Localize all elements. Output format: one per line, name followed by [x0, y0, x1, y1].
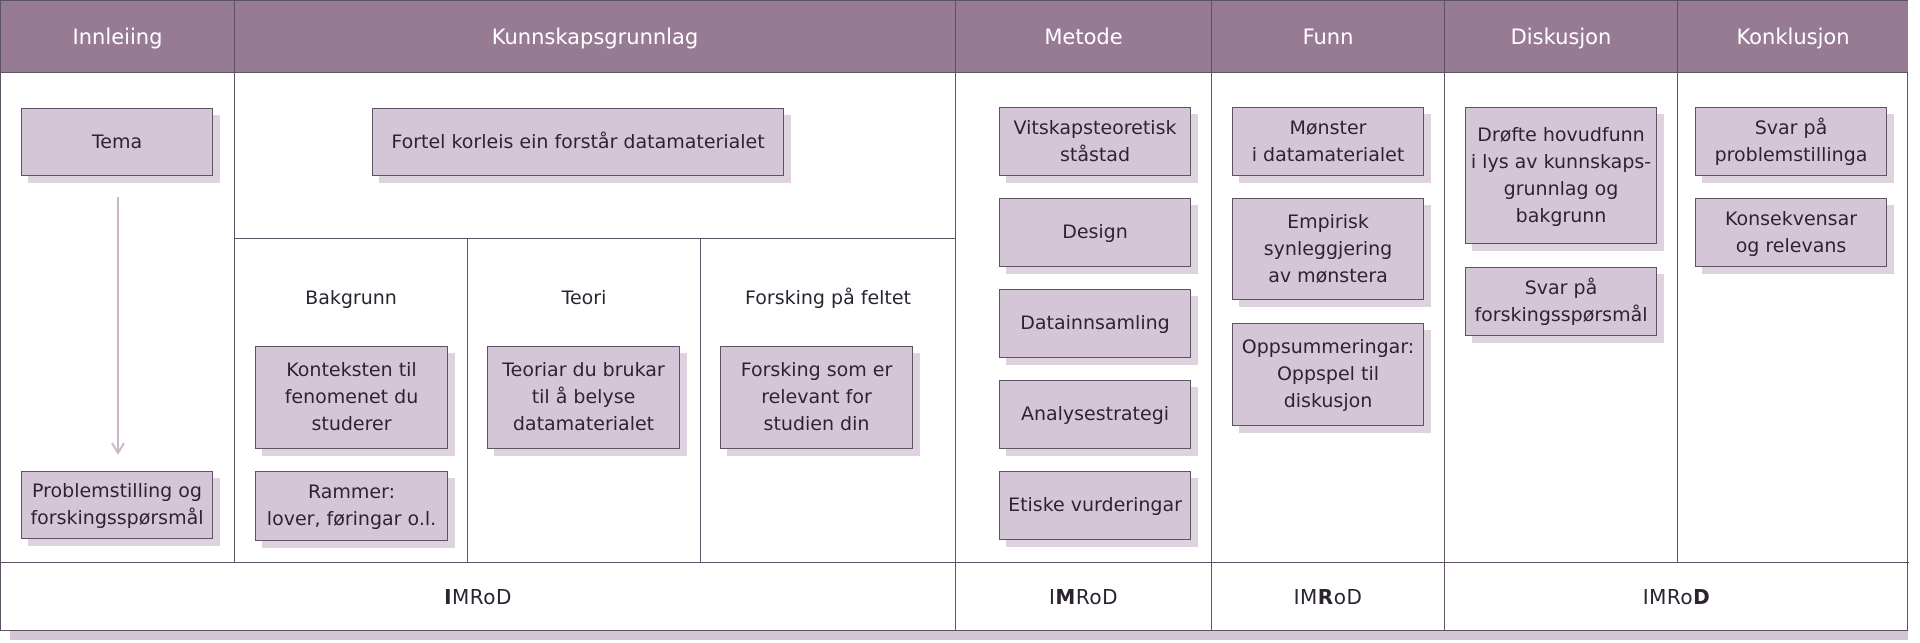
header-innleiing: Innleiing [1, 1, 235, 73]
header-diskusjon: Diskusjon [1445, 1, 1678, 73]
box-monster: Mønster i datamaterialet [1232, 107, 1424, 176]
divider-imrod-row [1, 562, 1909, 563]
label-forsking: Forsking på feltet [745, 287, 911, 309]
header-kunnskapsgrunnlag: Kunnskapsgrunnlag [235, 1, 956, 73]
imrod-diagram: Innleiing Kunnskapsgrunnlag Metode Funn … [0, 0, 1909, 631]
header-metode: Metode [956, 1, 1212, 73]
box-empirisk: Empirisk synleggjering av mønstera [1232, 198, 1424, 300]
divider-metode [1211, 73, 1212, 631]
box-oppsummeringar: Oppsummeringar: Oppspel til diskusjon [1232, 323, 1424, 426]
box-konsekvensar: Konsekvensar og relevans [1695, 198, 1887, 267]
box-konteksten: Konteksten til fenomenet du studerer [255, 346, 448, 449]
box-datainnsamling: Datainnsamling [999, 289, 1191, 358]
box-analysestrategi: Analysestrategi [999, 380, 1191, 449]
header-funn: Funn [1212, 1, 1445, 73]
imrod-i-bold: I [444, 585, 453, 609]
label-teori: Teori [561, 287, 607, 309]
imrod-r-pre: IM [1293, 585, 1318, 609]
imrod-r-bold: R [1317, 585, 1334, 609]
box-etiske: Etiske vurderingar [999, 471, 1191, 540]
divider-kunnskapsgrunnlag [955, 73, 956, 631]
divider-teori [700, 238, 701, 563]
imrod-m-pre: I [1049, 585, 1056, 609]
divider-kunnskap-sub [235, 238, 956, 239]
box-fortel: Fortel korleis ein forstår datamateriale… [372, 108, 784, 176]
box-rammer: Rammer: lover, føringar o.l. [255, 471, 448, 541]
divider-diskusjon [1677, 73, 1678, 563]
imrod-d-pre: IMRo [1642, 585, 1694, 609]
box-tema: Tema [21, 108, 213, 176]
box-problemstilling: Problemstilling og forskingsspørsmål [21, 471, 213, 539]
imrod-m-bold: M [1055, 585, 1076, 609]
box-svar-forskingssporsmal: Svar på forskingsspørsmål [1465, 267, 1657, 336]
imrod-m-post: RoD [1075, 585, 1118, 609]
label-bakgrunn: Bakgrunn [305, 287, 397, 309]
header-konklusjon: Konklusjon [1678, 1, 1908, 73]
divider-funn [1444, 73, 1445, 631]
arrow-down-icon [111, 197, 125, 455]
box-vitskapsteoretisk: Vitskapsteoretisk ståstad [999, 107, 1191, 176]
box-teoriar: Teoriar du brukar til å belyse datamater… [487, 346, 680, 449]
box-drofte: Drøfte hovudfunn i lys av kunnskaps- gru… [1465, 107, 1657, 244]
imrod-r-post: oD [1333, 585, 1363, 609]
divider-innleiing [234, 73, 235, 563]
box-forsking: Forsking som er relevant for studien din [720, 346, 913, 449]
imrod-d-bold: D [1693, 585, 1711, 609]
box-design: Design [999, 198, 1191, 267]
divider-bakgrunn [467, 238, 468, 563]
box-svar-problemstillinga: Svar på problemstillinga [1695, 107, 1887, 176]
imrod-i-post: MRoD [452, 585, 512, 609]
